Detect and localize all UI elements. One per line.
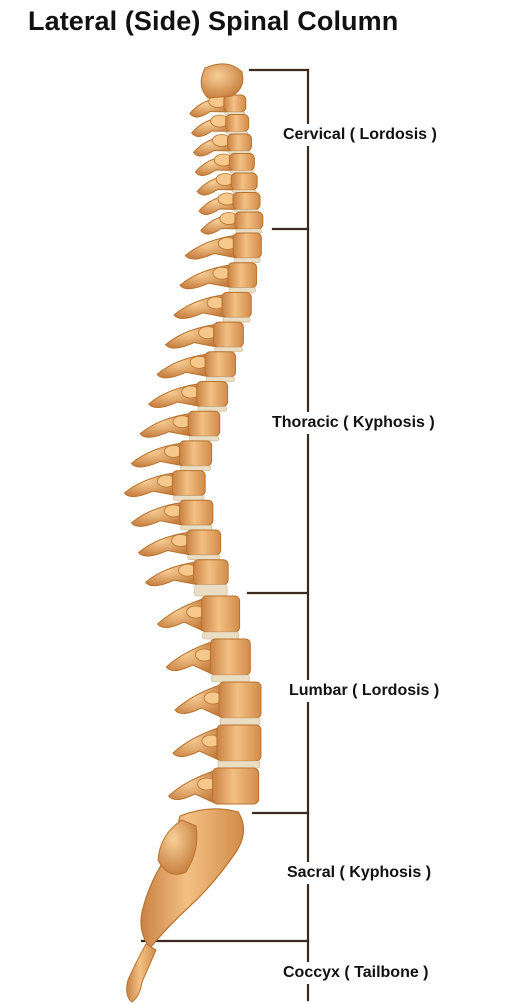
vertebral-body bbox=[187, 530, 221, 555]
intervertebral-disc bbox=[188, 555, 220, 560]
vertebral-body bbox=[188, 411, 220, 436]
vertebral-body bbox=[231, 173, 257, 190]
vertebral-column bbox=[124, 64, 262, 1002]
intervertebral-disc bbox=[206, 377, 234, 382]
label-sacral: Sacral ( Kyphosis ) bbox=[287, 862, 431, 884]
intervertebral-disc bbox=[229, 288, 256, 293]
intervertebral-disc bbox=[195, 585, 228, 596]
vertebral-body bbox=[226, 115, 249, 132]
vertebral-body bbox=[235, 212, 263, 229]
vertebral-body bbox=[224, 95, 246, 112]
vertebral-body bbox=[194, 560, 229, 585]
vertebral-body bbox=[210, 639, 250, 675]
vertebral-body bbox=[233, 233, 261, 258]
vertebral-body bbox=[180, 500, 213, 525]
coccyx-bone bbox=[127, 944, 156, 1002]
vertebral-body bbox=[213, 768, 259, 804]
intervertebral-disc bbox=[173, 496, 204, 501]
vertebral-body bbox=[219, 682, 261, 718]
label-coccyx: Coccyx ( Tailbone ) bbox=[283, 962, 429, 984]
intervertebral-disc bbox=[189, 436, 219, 441]
vertebral-body bbox=[172, 471, 205, 496]
intervertebral-disc bbox=[198, 407, 227, 412]
vertebral-body bbox=[214, 322, 244, 347]
vertebral-body bbox=[217, 725, 261, 761]
intervertebral-disc bbox=[236, 229, 262, 233]
intervertebral-disc bbox=[181, 525, 212, 530]
intervertebral-disc bbox=[211, 675, 249, 682]
vertebral-body bbox=[228, 134, 252, 151]
vertebral-body bbox=[228, 263, 257, 288]
intervertebral-disc bbox=[180, 466, 210, 471]
intervertebral-disc bbox=[215, 347, 243, 352]
vertebral-body bbox=[229, 154, 254, 171]
intervertebral-disc bbox=[203, 632, 239, 639]
label-lumbar: Lumbar ( Lordosis ) bbox=[289, 680, 439, 702]
intervertebral-disc bbox=[218, 761, 260, 768]
label-thoracic: Thoracic ( Kyphosis ) bbox=[272, 412, 435, 434]
vertebral-body bbox=[202, 596, 240, 632]
label-cervical: Cervical ( Lordosis ) bbox=[283, 124, 437, 146]
vertebral-body bbox=[179, 441, 211, 466]
vertebral-body bbox=[233, 193, 260, 210]
atlas-vertebra bbox=[201, 64, 243, 98]
vertebral-body bbox=[205, 352, 235, 377]
intervertebral-disc bbox=[223, 317, 250, 322]
intervertebral-disc bbox=[234, 258, 260, 263]
vertebral-body bbox=[222, 292, 251, 317]
intervertebral-disc bbox=[220, 718, 260, 725]
vertebral-body bbox=[197, 382, 228, 407]
